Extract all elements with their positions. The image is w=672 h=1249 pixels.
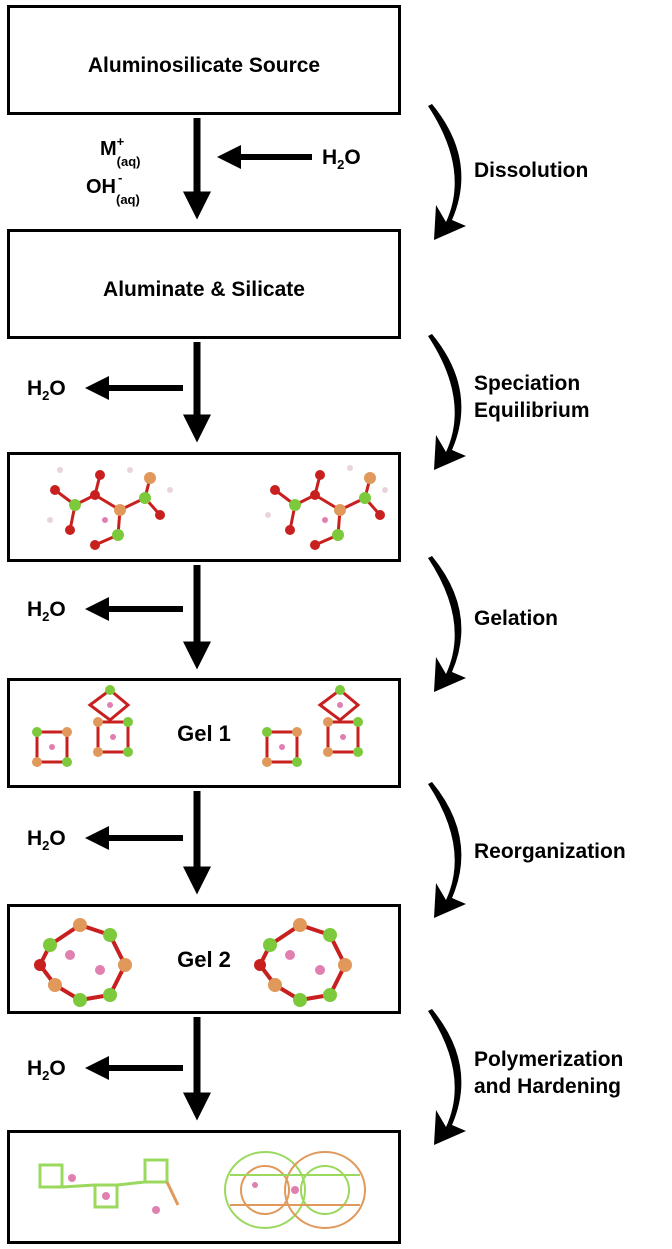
water-o: O	[49, 1057, 66, 1080]
oligomer-cluster-right	[265, 465, 388, 550]
step-speciation-line2: Equilibrium	[474, 399, 590, 422]
cation-charge: +	[116, 134, 125, 149]
water-out-label-2: H2O	[27, 598, 66, 624]
curved-arrow-dissolution	[428, 104, 466, 240]
curved-arrow-gelation	[428, 556, 466, 692]
water-h: H	[322, 146, 338, 169]
water-out-label-4: H2O	[27, 1057, 66, 1083]
box-label-gel1: Gel 1	[177, 721, 231, 746]
gel2-ring-right	[254, 918, 352, 1007]
water-out-label-3: H2O	[27, 827, 66, 853]
curved-arrow-reorganization	[428, 782, 466, 918]
cation-label: M+ (aq)	[100, 134, 141, 169]
water-h: H	[27, 827, 43, 850]
gel2-ring-left	[34, 918, 132, 1007]
cation-state: (aq)	[116, 154, 141, 169]
water-sub: 2	[337, 157, 345, 173]
cation-symbol: M	[100, 138, 117, 160]
water-arrows	[85, 145, 312, 1080]
water-in-label: H2O	[322, 146, 361, 172]
step-polymerization-line2: and Hardening	[474, 1075, 622, 1098]
step-polymerization-line1: Polymerization	[474, 1048, 624, 1071]
step-speciation: Speciation Equilibrium	[474, 370, 590, 424]
hydroxide-state: (aq)	[116, 192, 140, 207]
water-out-label-1: H2O	[27, 377, 66, 403]
box-label-gel2: Gel 2	[177, 947, 231, 972]
water-o: O	[49, 377, 66, 400]
hydroxide-symbol: OH	[86, 176, 116, 198]
box-aluminate-silicate: Aluminate & Silicate	[7, 229, 401, 339]
water-o: O	[344, 146, 361, 169]
box-gel-1: Gel 1	[7, 678, 401, 788]
water-sub: 2	[42, 838, 50, 854]
water-sub: 2	[42, 1068, 50, 1084]
water-sub: 2	[42, 609, 50, 625]
step-dissolution: Dissolution	[474, 159, 589, 182]
oligomer-cluster-left	[47, 467, 173, 550]
gel1-rings-left	[32, 685, 133, 767]
water-h: H	[27, 1057, 43, 1080]
water-o: O	[49, 827, 66, 850]
box-label-intermediate: Aluminate & Silicate	[103, 278, 305, 301]
water-sub: 2	[42, 388, 50, 404]
gel1-rings-right	[262, 685, 363, 767]
polymer-cage-right	[224, 1151, 366, 1229]
box-label-source: Aluminosilicate Source	[87, 54, 321, 77]
step-reorganization: Reorganization	[474, 840, 626, 863]
step-polymerization: Polymerization and Hardening	[474, 1046, 623, 1100]
curved-arrow-polymerization	[428, 1009, 466, 1145]
water-o: O	[49, 598, 66, 621]
step-speciation-line1: Speciation	[474, 372, 581, 395]
curved-step-arrows	[428, 104, 466, 1145]
step-gelation: Gelation	[474, 607, 559, 630]
curved-arrow-speciation	[428, 334, 466, 470]
water-h: H	[27, 598, 43, 621]
polymer-chain-left	[38, 1158, 180, 1214]
hydroxide-label: OH- (aq)	[86, 170, 140, 207]
box-aluminosilicate-source: Aluminosilicate Source	[7, 5, 401, 115]
hydroxide-charge: -	[118, 170, 123, 185]
water-h: H	[27, 377, 43, 400]
